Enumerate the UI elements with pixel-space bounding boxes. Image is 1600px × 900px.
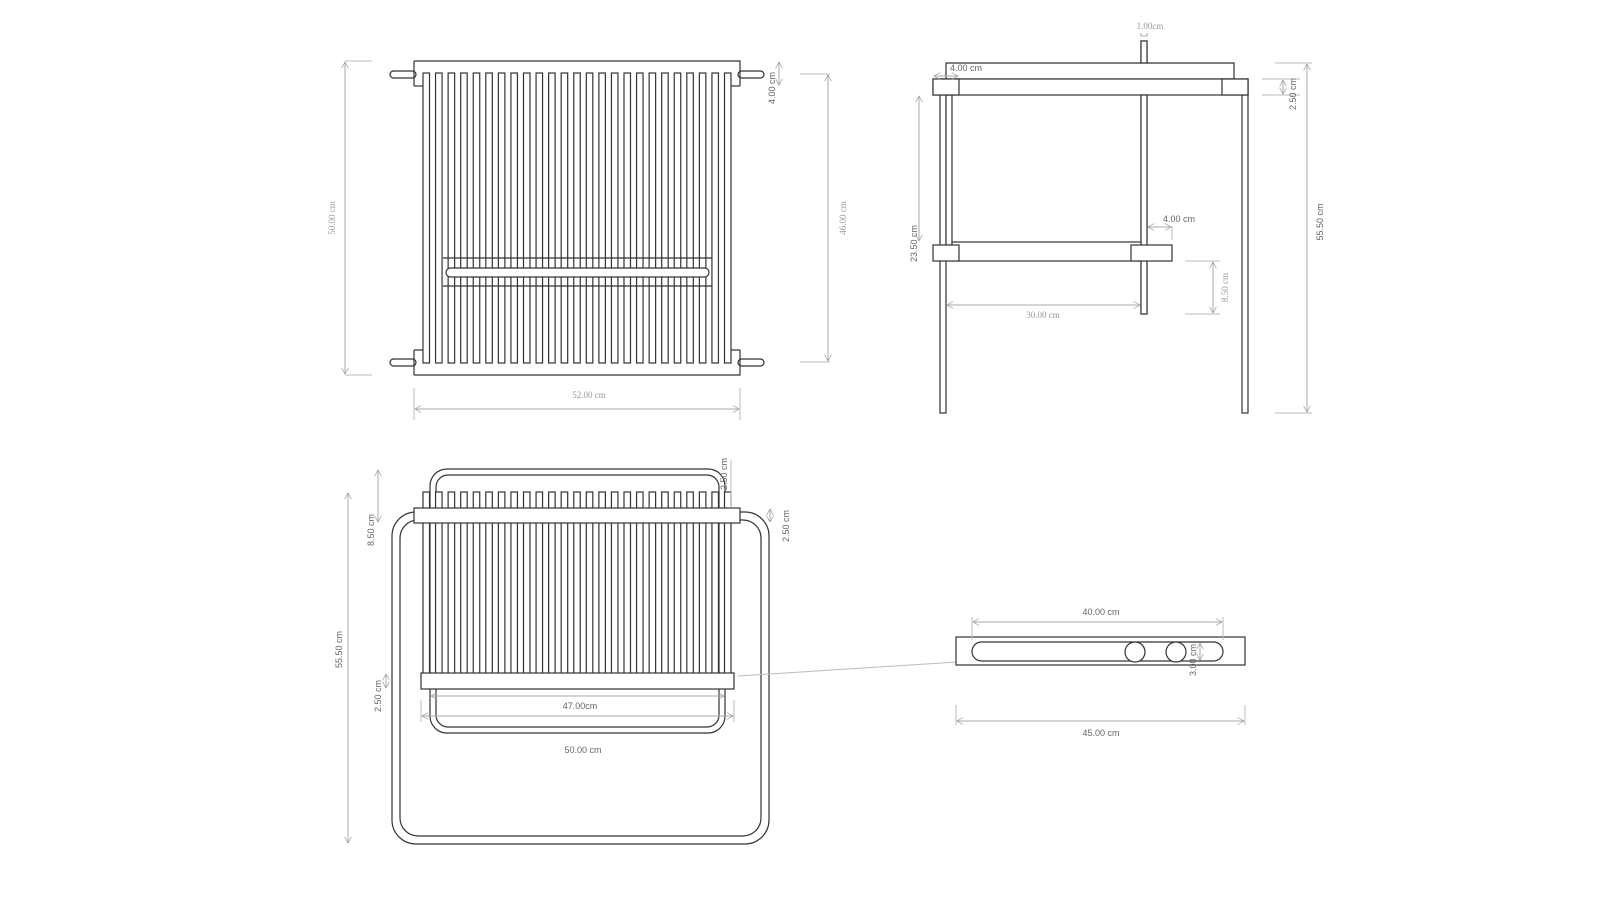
slat — [723, 72, 732, 364]
bottom-rail — [413, 349, 741, 376]
dim-label: 30.00 cm — [1026, 310, 1060, 320]
dim-label: 2.50 cm — [781, 510, 791, 542]
slat — [598, 72, 606, 364]
slat — [623, 72, 632, 364]
slat — [434, 72, 443, 364]
peg-top-left — [389, 70, 417, 79]
slat — [648, 72, 657, 364]
front-view: 50.00 cm 46.00 cm 4.00 cm 52.00 cm — [327, 60, 848, 420]
dim-label: 45.00 cm — [1082, 728, 1119, 738]
dim-label: 8.50 cm — [366, 514, 376, 546]
left-inner-post — [945, 94, 953, 246]
top-rail — [413, 60, 741, 86]
detail-leader-line — [737, 661, 958, 677]
slat — [472, 72, 481, 364]
folded-slats — [422, 491, 732, 677]
block-top-left — [932, 78, 960, 96]
slat — [560, 72, 569, 364]
slat — [686, 72, 694, 364]
rail-hole — [1165, 641, 1187, 663]
dim-label: 3.00 cm — [1188, 644, 1198, 676]
slat — [698, 72, 707, 364]
slat — [673, 72, 682, 364]
slat — [422, 72, 431, 364]
slat — [548, 72, 556, 364]
dim-label: 2.50 cm — [1288, 78, 1298, 110]
rail-hole — [1124, 641, 1146, 663]
peg-top-right — [737, 70, 765, 79]
slat — [573, 72, 581, 364]
slat — [711, 72, 720, 364]
slat — [635, 72, 644, 364]
dim-label: 8.50 cm — [1220, 273, 1230, 302]
block-shelf-right — [1130, 244, 1173, 262]
top-beam — [932, 78, 1249, 96]
side-view: 1.00cm 4.00 cm 2.50 cm 55.50 cm 23.50 cm… — [909, 21, 1325, 414]
block-shelf-left — [932, 244, 960, 262]
slat — [447, 72, 456, 364]
dim-label: 2.50 cm — [719, 458, 729, 490]
slat — [585, 72, 594, 364]
top-rail — [413, 507, 741, 524]
rail-detail-view: 40.00 cm 3.00 cm 45.00 cm — [955, 607, 1246, 738]
dim-label: 40.00 cm — [1082, 607, 1119, 617]
dim-label: 50.00 cm — [564, 745, 601, 755]
slat — [460, 72, 468, 364]
peg-bottom-right — [737, 358, 765, 367]
shelf — [951, 241, 1142, 262]
top-rail — [945, 62, 1235, 80]
peg-bottom-left — [389, 358, 417, 367]
slat — [485, 72, 493, 364]
cross-rod — [445, 267, 710, 278]
dim-label: 46.00 cm — [838, 201, 848, 235]
dim-post — [1140, 33, 1148, 37]
dim-label: 55.50 cm — [1315, 203, 1325, 240]
dim-label: 4.00 cm — [950, 63, 982, 73]
dim-label: 23.50 cm — [909, 225, 919, 262]
slat — [535, 72, 544, 364]
block-top-right — [1221, 78, 1249, 96]
front-slats — [422, 72, 732, 364]
slat — [497, 72, 506, 364]
dim-label: 2.50 cm — [373, 680, 383, 712]
dim-label: 1.00cm — [1137, 21, 1164, 31]
slat — [522, 72, 531, 364]
bottom-rail — [420, 672, 735, 690]
rail-slot — [971, 641, 1224, 662]
dim-label: 4.00 cm — [767, 72, 777, 104]
dim-label: 50.00 cm — [327, 201, 337, 235]
center-post-lower — [1140, 94, 1148, 315]
dim-label: 55.50 cm — [334, 631, 344, 668]
folded-view: 55.50 cm 8.50 cm 2.50 cm 2.50 cm 2.50 cm… — [334, 458, 958, 845]
dim-label: 4.00 cm — [1163, 214, 1195, 224]
slat — [510, 72, 519, 364]
slat — [610, 72, 619, 364]
dim-label: 52.00 cm — [572, 390, 606, 400]
dim-label: 47.00cm — [563, 701, 598, 711]
center-post-top — [1140, 40, 1148, 64]
right-leg — [1241, 78, 1249, 414]
slat — [661, 72, 669, 364]
